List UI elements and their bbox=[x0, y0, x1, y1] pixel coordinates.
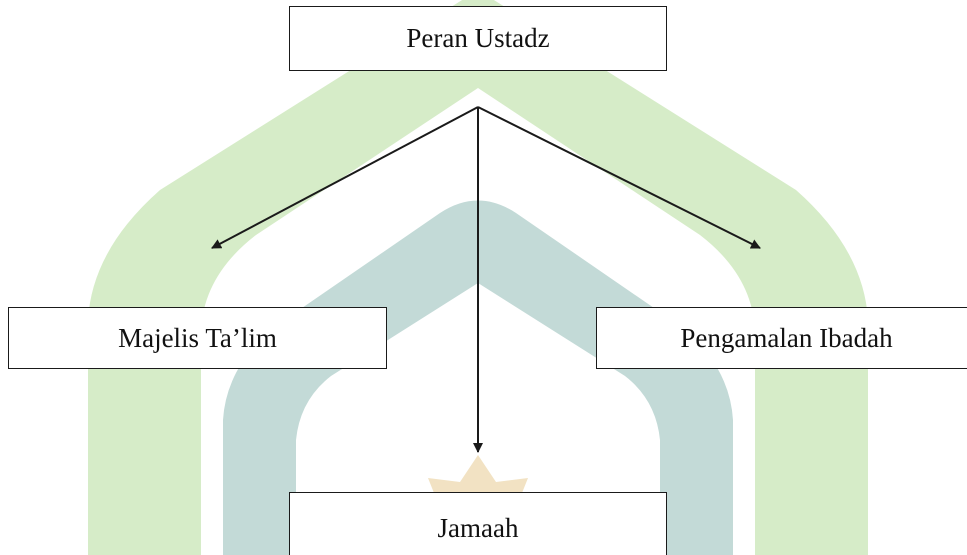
node-label: Peran Ustadz bbox=[406, 23, 550, 53]
node-majelis-talim: Majelis Ta’lim bbox=[8, 307, 387, 369]
node-jamaah: Jamaah bbox=[289, 492, 667, 555]
arrow-root-to-left bbox=[211, 106, 479, 249]
node-label: Pengamalan Ibadah bbox=[680, 322, 893, 353]
arrow-root-to-right bbox=[477, 106, 761, 249]
watermark-teal-arch bbox=[223, 200, 733, 555]
node-label: Jamaah bbox=[437, 513, 519, 543]
node-label: Majelis Ta’lim bbox=[118, 322, 277, 353]
watermark-green-arch bbox=[88, 0, 868, 555]
node-peran-ustadz: Peran Ustadz bbox=[289, 6, 667, 71]
node-pengamalan-ibadah: Pengamalan Ibadah bbox=[596, 307, 967, 369]
